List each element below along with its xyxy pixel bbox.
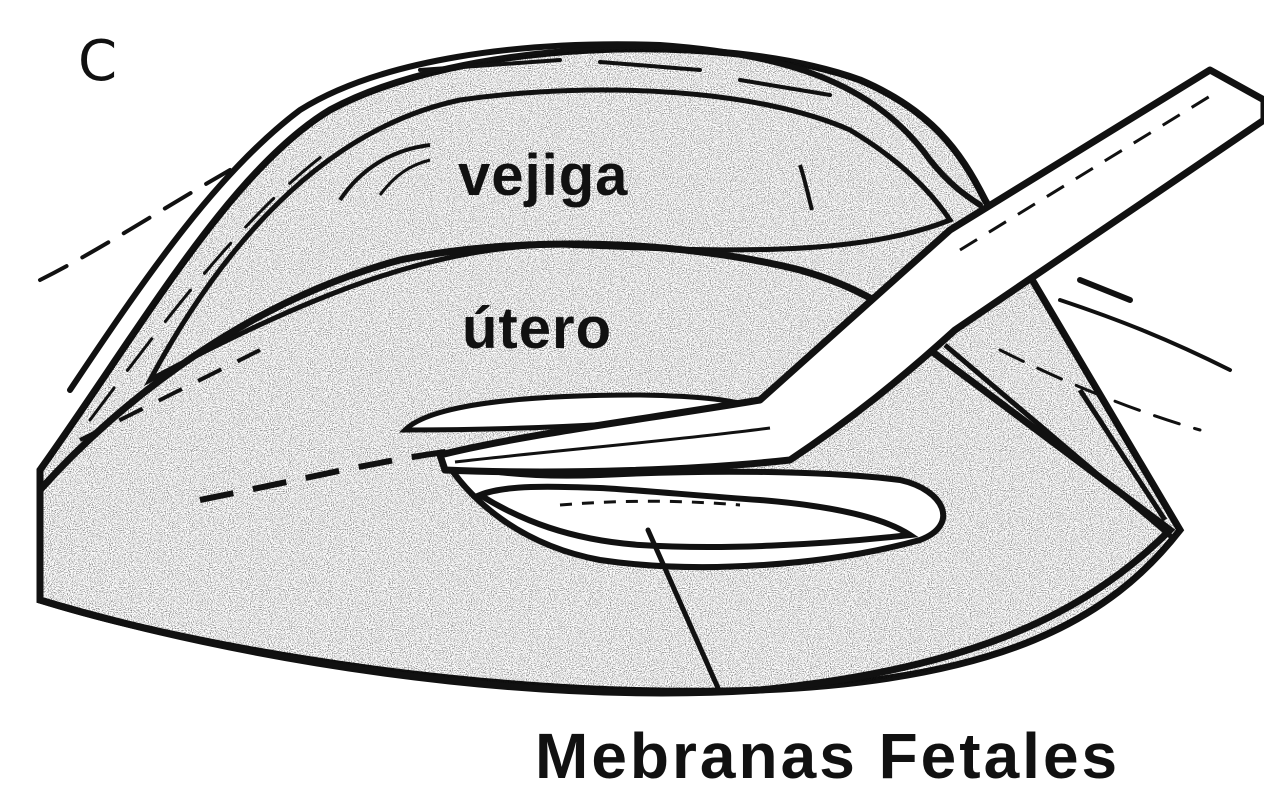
- label-bladder: vejiga: [458, 143, 628, 208]
- panel-letter: C: [78, 29, 117, 94]
- label-uterus: útero: [462, 296, 612, 361]
- label-fetal-membranes: Mebranas Fetales: [535, 720, 1120, 788]
